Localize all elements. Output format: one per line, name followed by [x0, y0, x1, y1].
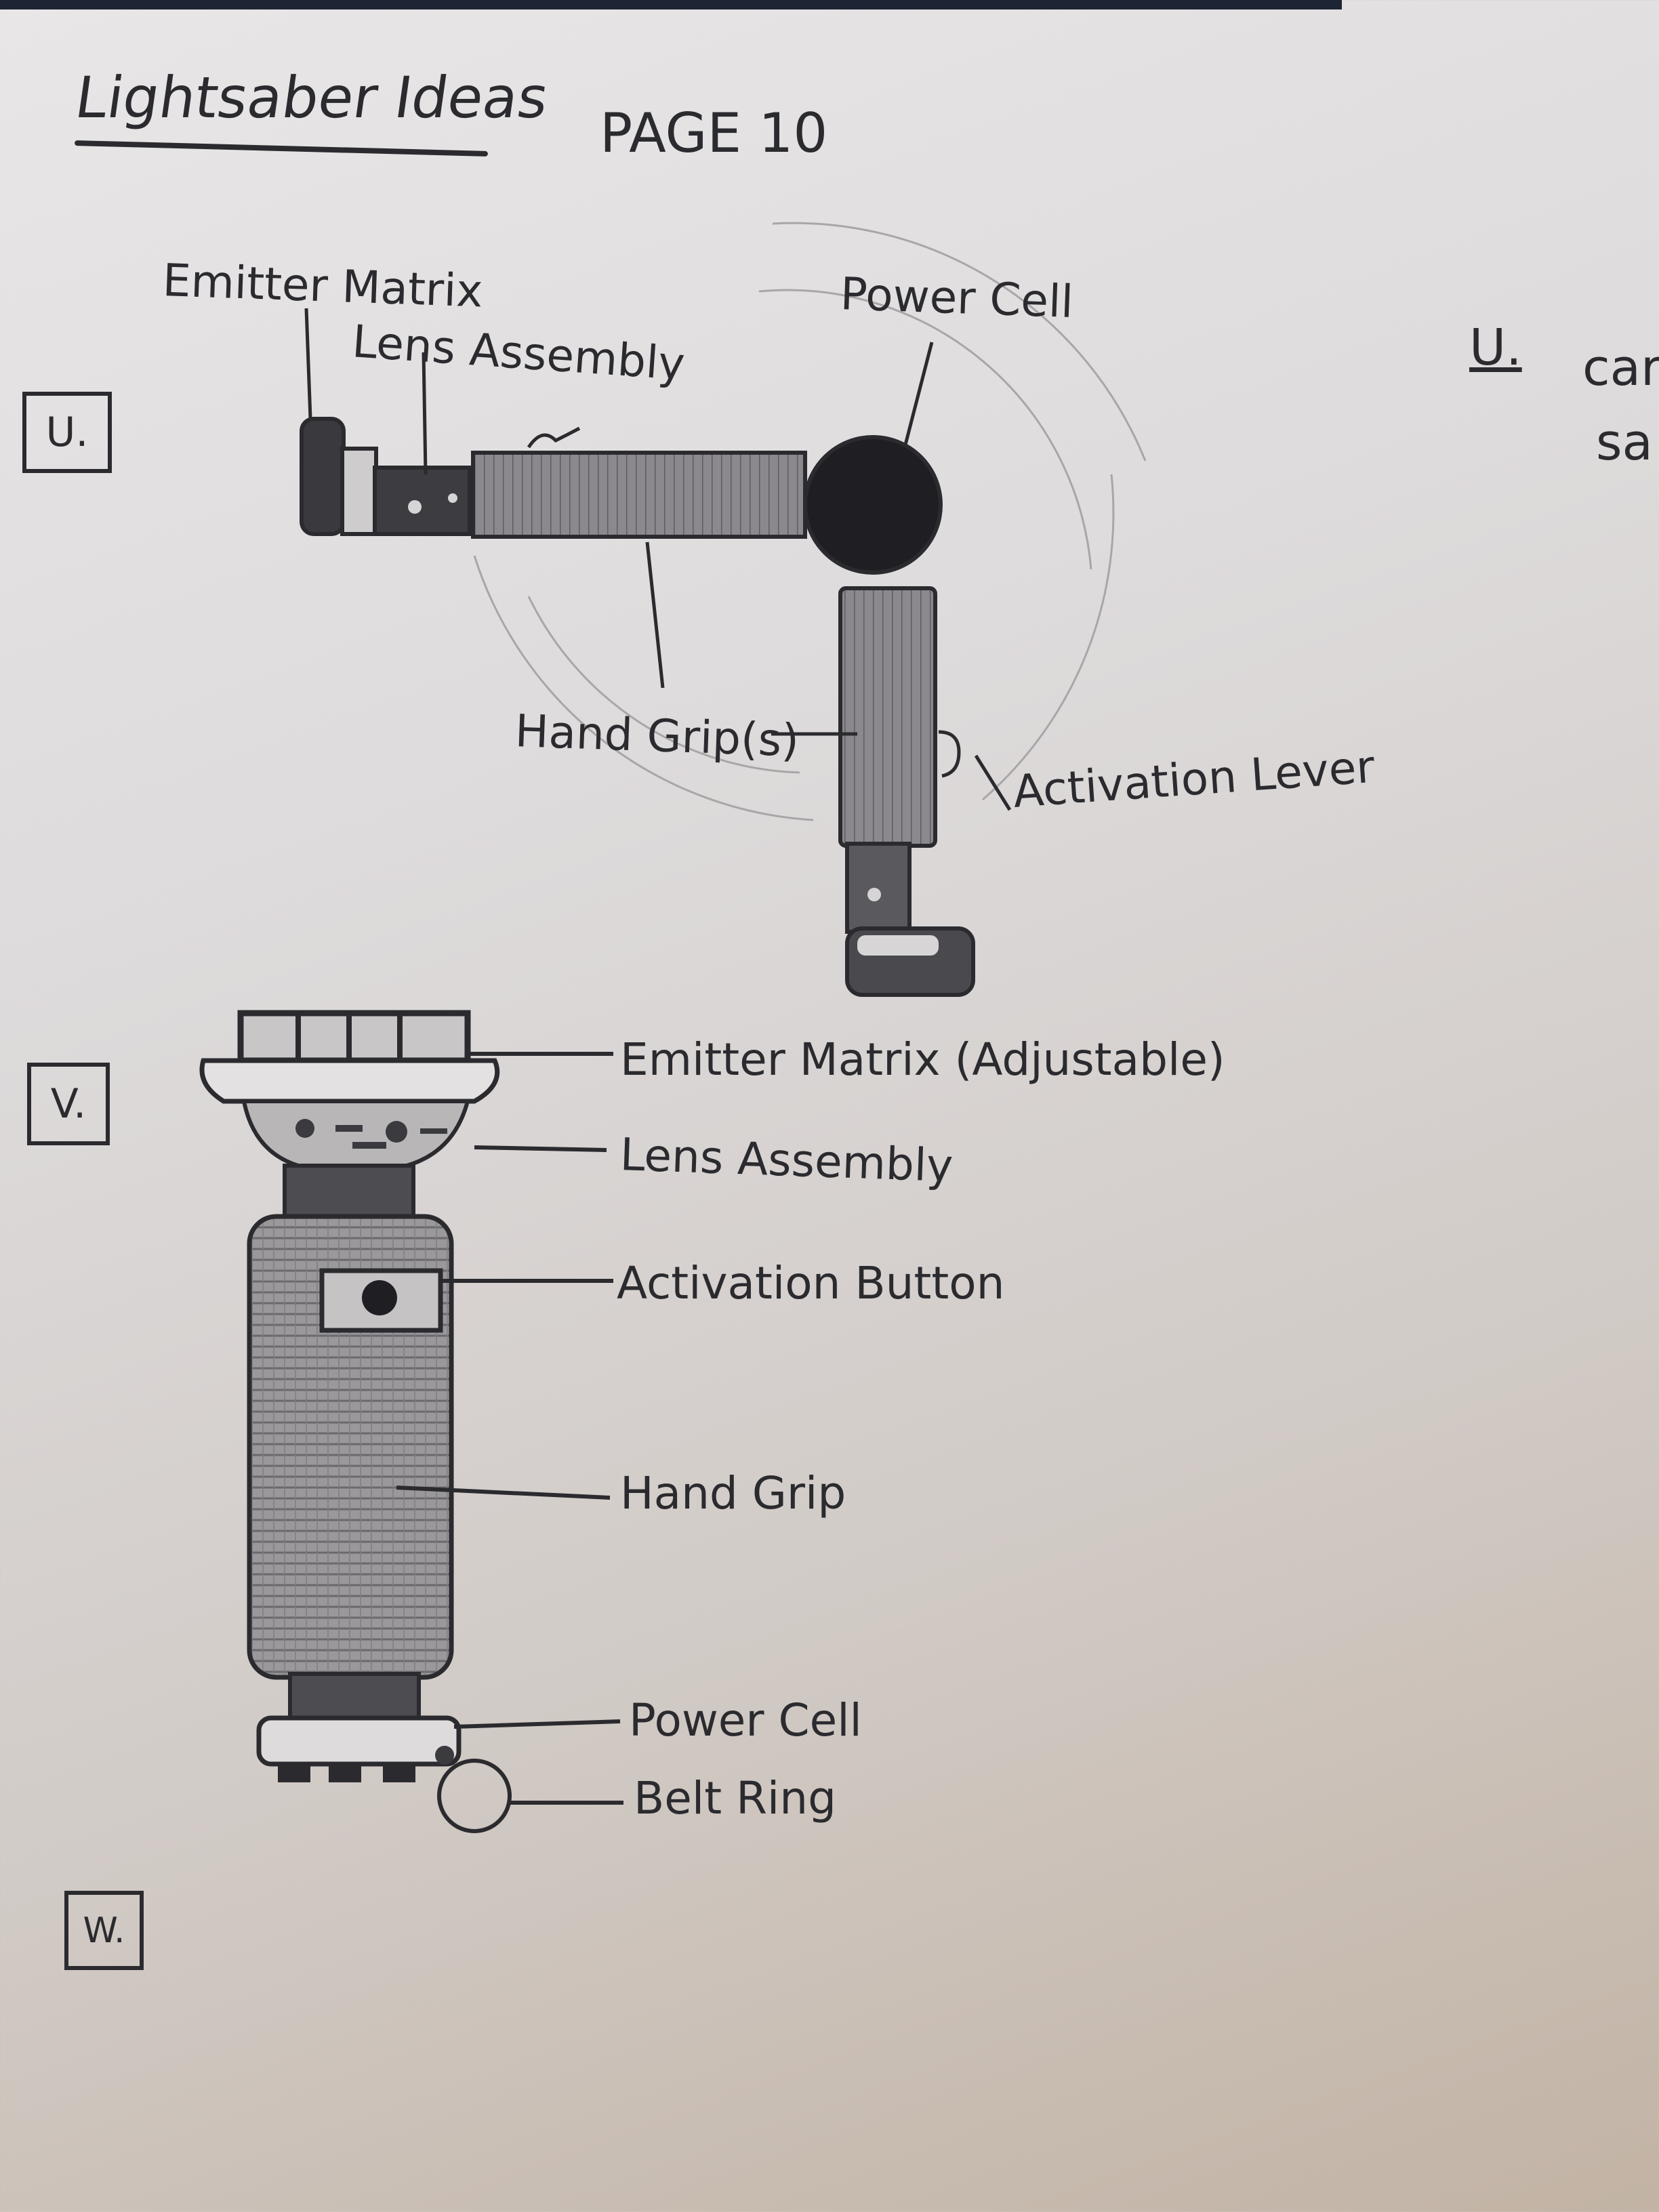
v-neck	[283, 1164, 415, 1222]
v-pommel-feet	[278, 1762, 415, 1782]
v-label-hand-grip: Hand Grip	[620, 1467, 846, 1519]
photo-top-edge	[0, 0, 1342, 9]
v-label-power-cell: Power Cell	[629, 1694, 862, 1746]
v-lower-neck	[288, 1672, 421, 1723]
right-fragment-line1: car	[1582, 339, 1659, 397]
v-emitter-dividers	[295, 1013, 403, 1061]
u-label-hand-grips: Hand Grip(s)	[514, 705, 800, 767]
section-marker-u: U.	[22, 392, 112, 473]
v-lens-details	[295, 1119, 447, 1149]
u-pommel-neck	[845, 842, 912, 934]
u-activation-lever	[938, 730, 961, 778]
u-lens-dot	[448, 493, 457, 503]
u-lens-dot	[408, 500, 422, 514]
u-vertical-grip	[838, 586, 937, 848]
v-leader-lines	[396, 1052, 623, 1805]
u-pommel-dot	[867, 888, 881, 901]
right-fragment-line2: sa	[1596, 413, 1653, 472]
u-label-emitter-matrix: Emitter Matrix	[161, 254, 484, 318]
u-horizontal-grip	[471, 451, 807, 539]
v-power-cell	[256, 1715, 462, 1767]
sketch-v	[199, 1010, 623, 1833]
v-belt-ring-mount	[435, 1746, 454, 1765]
v-label-emitter-matrix: Emitter Matrix (Adjustable)	[620, 1033, 1225, 1086]
v-label-belt-ring: Belt Ring	[634, 1772, 836, 1824]
sketch-u	[300, 222, 1147, 997]
u-lens-collar	[340, 447, 378, 536]
v-label-activation-button: Activation Button	[617, 1257, 1005, 1309]
v-belt-ring	[437, 1759, 512, 1833]
rotation-arcs	[473, 222, 1147, 821]
page-number-label: PAGE 10	[600, 102, 828, 165]
u-pommel-highlight	[857, 935, 939, 956]
u-label-power-cell: Power Cell	[839, 268, 1075, 328]
section-marker-v: V.	[27, 1063, 110, 1145]
u-switch-mark	[527, 426, 581, 449]
u-emitter-cap	[300, 417, 346, 536]
section-marker-w: W.	[64, 1891, 144, 1970]
right-section-marker: U.	[1469, 319, 1522, 377]
u-power-cell-sphere	[803, 435, 943, 575]
v-emitter-crown	[237, 1010, 471, 1064]
u-lens-body	[373, 466, 472, 536]
v-activation-button	[362, 1280, 397, 1315]
v-emitter-ring	[199, 1058, 500, 1104]
u-leader-lines	[304, 308, 1012, 811]
